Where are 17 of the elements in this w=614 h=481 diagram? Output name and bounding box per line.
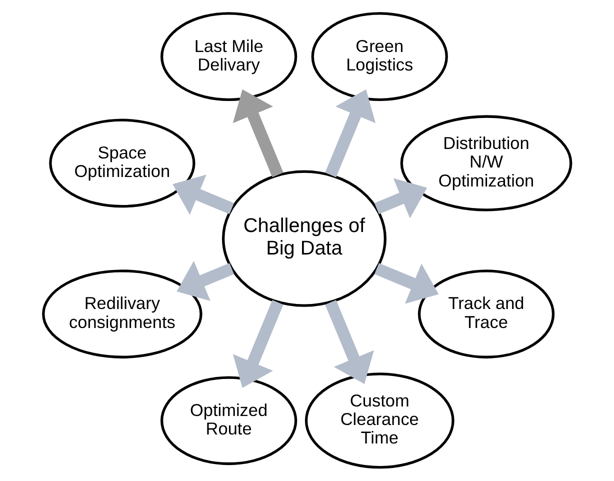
arrow	[374, 178, 428, 218]
node-ellipse: Space Optimization	[49, 118, 196, 208]
arrow	[325, 89, 376, 178]
arrow	[325, 300, 374, 384]
arrow	[232, 300, 284, 388]
arrow	[232, 89, 284, 178]
arrow	[176, 260, 234, 301]
node-ellipse: Redilivary consignments	[42, 270, 202, 358]
node-ellipse: Custom Clearance Time	[304, 372, 454, 469]
node-ellipse: Distribution N/W Optimization	[400, 115, 572, 212]
node-ellipse: Track and Trace	[418, 270, 555, 358]
node-ellipse: Optimized Route	[160, 376, 298, 466]
node-ellipse: Challenges of Big Data	[222, 170, 386, 307]
node-ellipse: Green Logistics	[311, 12, 448, 102]
node-ellipse: Last Mile Delivary	[160, 12, 298, 102]
arrow	[172, 174, 234, 215]
arrow	[374, 263, 439, 304]
